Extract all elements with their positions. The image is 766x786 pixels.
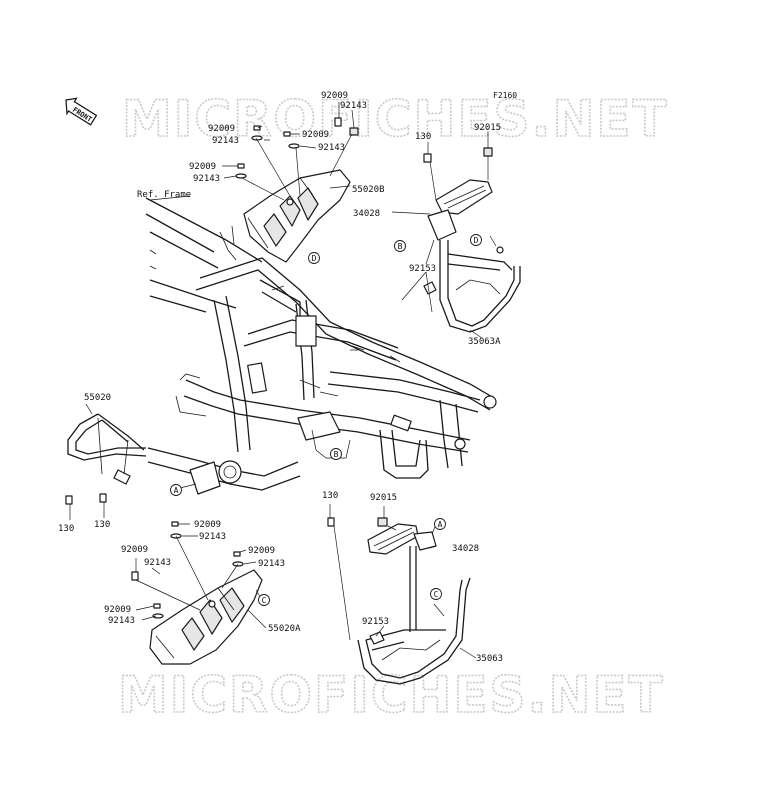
label-92015-top: 92015 bbox=[474, 123, 501, 133]
footrest-upper bbox=[423, 179, 521, 333]
label-92015-lower: 92015 bbox=[370, 493, 397, 503]
svg-text:B: B bbox=[398, 242, 403, 251]
bolt-icon bbox=[131, 571, 139, 581]
bolt-icon bbox=[65, 495, 73, 505]
bolt-icon bbox=[253, 125, 261, 131]
bolt-icon bbox=[334, 117, 342, 127]
svg-text:D: D bbox=[474, 236, 479, 245]
frame-assembly bbox=[145, 197, 497, 495]
svg-text:A: A bbox=[438, 520, 443, 529]
label-92009-g: 92009 bbox=[104, 605, 131, 615]
front-arrow-icon: FRONT bbox=[65, 97, 98, 126]
callout-a-right: A bbox=[434, 518, 446, 530]
label-92143-d: 92143 bbox=[199, 532, 226, 542]
nut-icon bbox=[483, 147, 493, 157]
washer-icon bbox=[152, 613, 164, 619]
label-92153-top: 92153 bbox=[409, 264, 436, 274]
diagram-code: F2160 bbox=[493, 91, 517, 100]
bolt-icon-group bbox=[65, 117, 493, 619]
callout-a-left: A bbox=[170, 484, 182, 496]
label-92143-e: 92143 bbox=[144, 558, 171, 568]
bolt-icon bbox=[171, 521, 179, 527]
bolt-icon bbox=[153, 603, 161, 609]
svg-text:C: C bbox=[434, 590, 439, 599]
guard-55020b bbox=[243, 169, 351, 263]
svg-text:C: C bbox=[262, 596, 267, 605]
callout-d-upper: D bbox=[308, 252, 320, 264]
label-92143-b: 92143 bbox=[318, 143, 345, 153]
callout-c-right: C bbox=[430, 588, 442, 600]
label-130-left-b: 130 bbox=[94, 520, 110, 530]
nut-icon bbox=[349, 127, 359, 136]
washer-icon bbox=[235, 173, 247, 179]
label-92153-lower: 92153 bbox=[362, 617, 389, 627]
label-55020b: 55020B bbox=[352, 185, 385, 195]
label-92009-a: 92009 bbox=[208, 124, 235, 134]
guard-55020 bbox=[67, 413, 147, 485]
label-130-lower: 130 bbox=[322, 491, 338, 501]
label-34028-top: 34028 bbox=[353, 209, 380, 219]
label-92143-a: 92143 bbox=[212, 136, 239, 146]
label-55020: 55020 bbox=[84, 393, 111, 403]
callout-b-upper: B bbox=[394, 240, 406, 252]
label-130-left-a: 130 bbox=[58, 524, 74, 534]
callout-c-lower: C bbox=[258, 594, 270, 606]
bolt-icon bbox=[283, 131, 291, 137]
label-92143-f: 92143 bbox=[258, 559, 285, 569]
nut-icon bbox=[377, 517, 388, 527]
bolt-icon bbox=[233, 551, 241, 557]
label-130-top: 130 bbox=[415, 132, 431, 142]
label-92009-d: 92009 bbox=[194, 520, 221, 530]
watermark-top: MICROFICHES.NET bbox=[122, 90, 669, 148]
part-labels: 92009 92143 92009 92143 92009 92143 9200… bbox=[58, 91, 503, 664]
callout-b-lower: B bbox=[330, 448, 342, 460]
label-92009-e: 92009 bbox=[121, 545, 148, 555]
svg-text:D: D bbox=[312, 254, 317, 263]
svg-text:B: B bbox=[334, 450, 339, 459]
guard-55020a bbox=[149, 569, 263, 665]
label-92009-top: 92009 bbox=[321, 91, 348, 101]
label-34028-lower: 34028 bbox=[452, 544, 479, 554]
label-35063: 35063 bbox=[476, 654, 503, 664]
bolt-icon bbox=[327, 517, 335, 527]
watermark-bottom: MICROFICHES.NET bbox=[118, 666, 665, 724]
ref-frame-label: Ref. Frame bbox=[137, 190, 191, 200]
label-55020a: 55020A bbox=[268, 624, 301, 634]
label-35063a: 35063A bbox=[468, 337, 501, 347]
label-92143-c: 92143 bbox=[193, 174, 220, 184]
label-92143-g: 92143 bbox=[108, 616, 135, 626]
bolt-icon bbox=[423, 153, 432, 163]
label-92009-c: 92009 bbox=[189, 162, 216, 172]
label-92009-f: 92009 bbox=[248, 546, 275, 556]
svg-text:A: A bbox=[174, 486, 179, 495]
label-92143-top: 92143 bbox=[340, 101, 367, 111]
bolt-icon bbox=[237, 163, 245, 169]
callout-d-right: D bbox=[470, 234, 482, 246]
bolt-icon bbox=[99, 493, 107, 503]
label-92009-b: 92009 bbox=[302, 130, 329, 140]
washer-icon bbox=[288, 143, 300, 149]
leader-lines bbox=[69, 102, 497, 659]
